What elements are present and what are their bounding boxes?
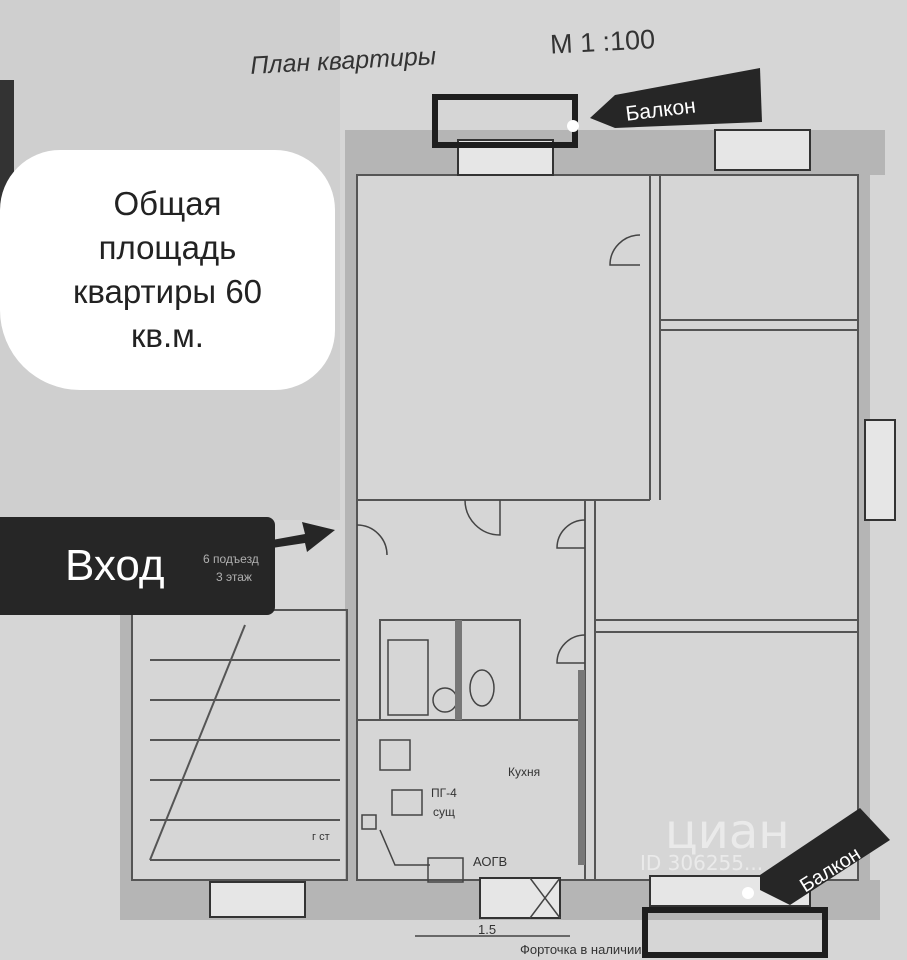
balcony-top-dot — [567, 120, 579, 132]
dimension-label: 1.5 — [478, 922, 496, 937]
entry-sub-2: 3 этаж — [216, 570, 252, 584]
gas-label: г ст — [312, 831, 330, 843]
window-note: Форточка в наличии — [520, 942, 641, 957]
area-callout: Общая площадь квартиры 60 кв.м. — [0, 150, 335, 390]
balcony-bottom-dot — [742, 887, 754, 899]
stove-sub: сущ — [433, 805, 455, 819]
balcony-top-tag — [590, 68, 762, 128]
kitchen-partition — [578, 670, 585, 865]
boiler-label: АОГВ — [473, 854, 507, 869]
entry-arrow-icon — [272, 522, 335, 552]
doors — [356, 234, 641, 937]
entry-sub-1: 6 подъезд — [203, 552, 259, 566]
entry-label: Вход — [0, 517, 275, 615]
duct — [455, 620, 462, 720]
balcony-bottom-frame — [642, 907, 828, 958]
plan-scale: М 1 :100 — [549, 24, 655, 59]
watermark: циан — [665, 804, 790, 860]
stove-label: ПГ-4 — [431, 786, 457, 800]
watermark-id: ID 306255... — [640, 851, 763, 875]
balcony-bottom-tag — [760, 808, 890, 905]
kitchen-label: Кухня — [508, 765, 540, 779]
